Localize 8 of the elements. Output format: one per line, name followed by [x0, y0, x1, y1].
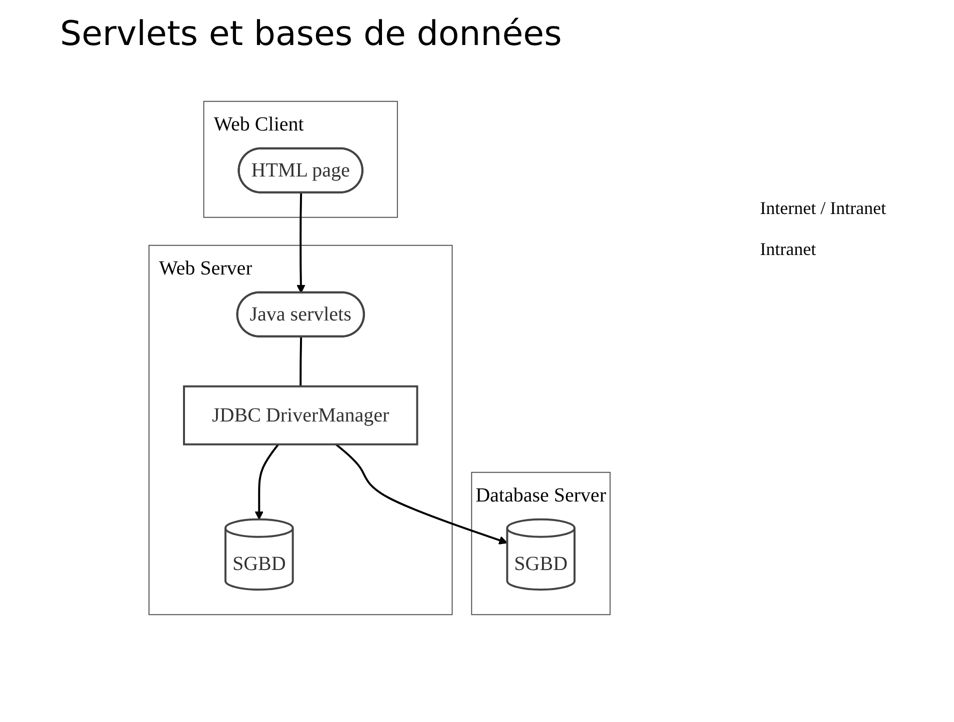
network-label: Internet / Intranet	[760, 198, 886, 219]
node-box: JDBC DriverManager	[183, 385, 419, 446]
arrow	[336, 444, 508, 544]
arrow	[296, 192, 306, 294]
arrow	[255, 444, 280, 520]
network-label: Intranet	[760, 239, 817, 260]
connector	[300, 336, 303, 386]
title: Servlets et bases de données	[60, 14, 563, 54]
